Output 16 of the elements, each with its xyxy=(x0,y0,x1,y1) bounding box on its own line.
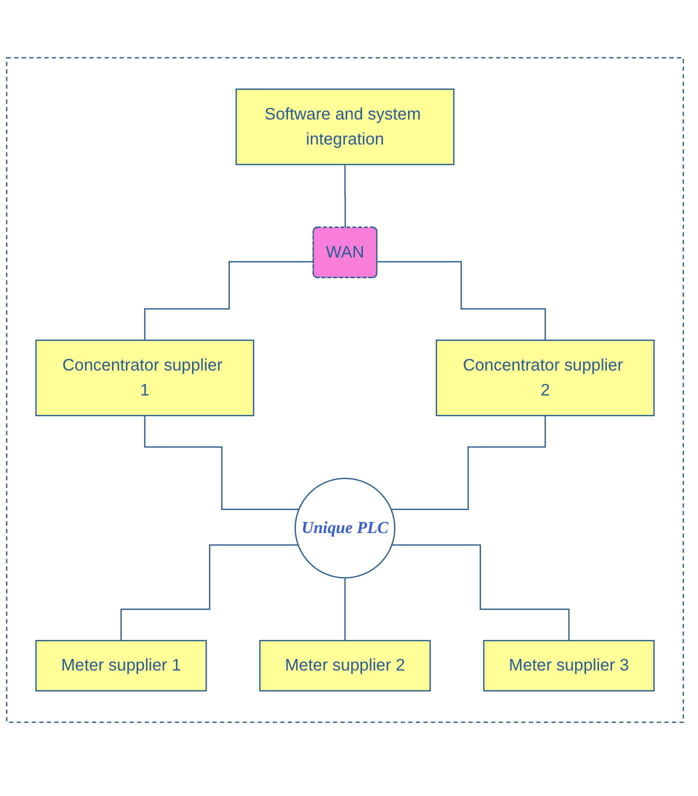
node-box: Meter supplier 3 xyxy=(483,640,655,692)
connector xyxy=(144,414,299,510)
connector xyxy=(344,164,346,228)
connector xyxy=(344,577,346,642)
node-box: Concentrator supplier 2 xyxy=(436,340,655,416)
connector xyxy=(392,544,570,642)
node-circle: Unique PLC xyxy=(294,478,396,578)
connector xyxy=(120,544,298,642)
node-box: Concentrator supplier 1 xyxy=(35,340,254,416)
node-box: Software and system integration xyxy=(236,88,454,166)
node-box: Meter supplier 1 xyxy=(35,640,207,692)
node-box: Meter supplier 2 xyxy=(259,640,431,692)
connector xyxy=(377,261,546,341)
connector xyxy=(144,261,314,341)
cluster xyxy=(6,57,684,723)
connector xyxy=(391,414,546,510)
